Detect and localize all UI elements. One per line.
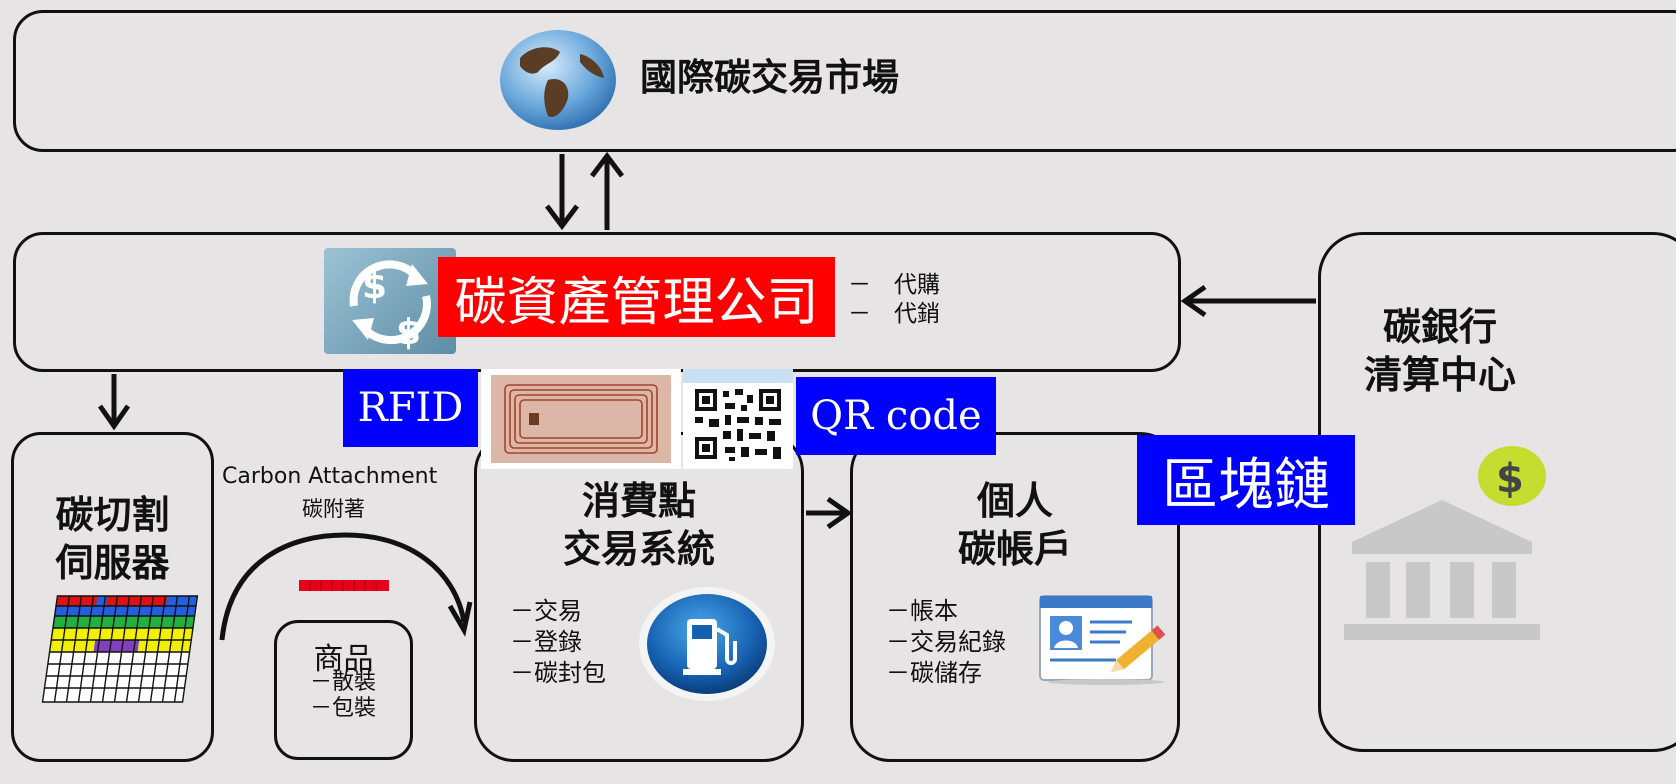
pos-title-line1: 消費點 xyxy=(581,479,696,523)
server-title-line1: 碳切割 xyxy=(55,493,170,537)
goods-title: 商品 xyxy=(313,642,374,677)
list-item: －交易紀錄 xyxy=(886,628,1006,656)
svg-text:$: $ xyxy=(362,266,387,307)
rfid-tag-icon xyxy=(481,369,681,469)
goods-items: －散裝 －包裝 xyxy=(310,670,376,722)
asset-company-title: 碳資產管理公司 xyxy=(438,257,835,337)
currency-exchange-icon: $ $ xyxy=(324,248,456,354)
carbon-packet-bar xyxy=(299,580,389,591)
carbon-attachment-label-zh: 碳附著 xyxy=(302,497,365,521)
arrow-head xyxy=(97,404,131,431)
goods-box xyxy=(274,620,413,760)
bank-title: 碳銀行 清算中心 xyxy=(1340,304,1540,399)
arrow-head xyxy=(590,151,624,178)
pos-title: 消費點 交易系統 xyxy=(474,478,804,573)
grid-chart-icon xyxy=(34,592,199,710)
arrow-head xyxy=(826,496,853,530)
svg-text:$: $ xyxy=(396,312,421,353)
list-item: －帳本 xyxy=(886,597,958,625)
account-items: －帳本 －交易紀錄 －碳儲存 xyxy=(886,596,1006,689)
arrow-head xyxy=(447,601,473,637)
market-box xyxy=(13,10,1676,152)
qr-code-icon xyxy=(683,369,793,469)
arrow-head xyxy=(1180,284,1207,318)
pos-title-line2: 交易系統 xyxy=(562,526,715,571)
arrow-head xyxy=(545,204,579,231)
bank-title-line1: 碳銀行 xyxy=(1382,305,1497,349)
carbon-attachment-label-en: Carbon Attachment xyxy=(222,464,438,489)
market-title: 國際碳交易市場 xyxy=(640,56,899,99)
list-item: － 代購 xyxy=(848,272,940,298)
rfid-label: RFID xyxy=(343,369,478,447)
bank-title-line2: 清算中心 xyxy=(1363,352,1516,397)
list-item: －碳儲存 xyxy=(886,659,982,687)
account-title: 個人 碳帳戶 xyxy=(850,478,1180,573)
list-item: －包裝 xyxy=(310,696,377,721)
pos-items: －交易 －登錄 －碳封包 xyxy=(510,596,606,689)
globe-icon xyxy=(498,28,618,132)
asset-company-items: － 代購 － 代銷 xyxy=(848,271,940,329)
list-item: －散裝 xyxy=(310,670,377,695)
bank-dollar-icon: $ xyxy=(1338,440,1552,650)
pos-box xyxy=(474,432,804,762)
list-item: －碳封包 xyxy=(510,659,606,687)
list-item: － 代銷 xyxy=(848,301,940,327)
account-title-line1: 個人 xyxy=(976,479,1053,523)
account-box xyxy=(850,432,1180,762)
list-item: －登錄 xyxy=(510,628,582,656)
account-title-line2: 碳帳戶 xyxy=(957,526,1072,571)
svg-text:$: $ xyxy=(1496,456,1524,502)
blockchain-label: 區塊鏈 xyxy=(1137,435,1355,525)
arrow-carbon-attachment xyxy=(219,532,467,641)
server-title: 碳切割 伺服器 xyxy=(11,492,214,587)
list-item: －交易 xyxy=(510,597,582,625)
server-title-line2: 伺服器 xyxy=(55,540,170,585)
qrcode-label: QR code xyxy=(796,377,996,455)
fuel-pump-icon xyxy=(637,585,777,703)
profile-card-icon xyxy=(1036,590,1170,686)
